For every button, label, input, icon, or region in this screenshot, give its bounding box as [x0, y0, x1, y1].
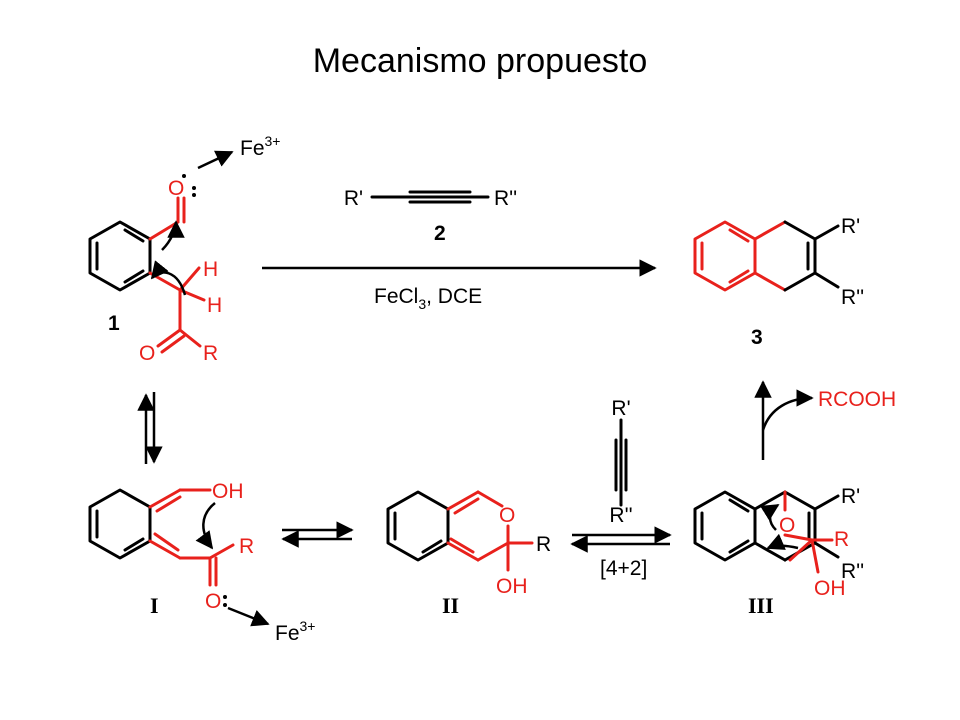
ketone-oxygen: O — [139, 342, 155, 365]
intermediate-III — [693, 490, 840, 574]
substituent-r-prime: R' — [841, 485, 860, 508]
carbonyl-oxygen: O — [168, 177, 184, 200]
compound-3 — [693, 220, 840, 292]
compound-1-label: 1 — [108, 312, 120, 335]
byproduct-label: RCOOH — [818, 388, 896, 411]
curved-arrow — [766, 533, 799, 550]
enol-hydroxyl: OH — [212, 480, 244, 503]
alkyne-r-double-prime: R'' — [609, 504, 632, 527]
substituent-r-prime: R' — [841, 215, 860, 238]
r-group-label: R — [536, 533, 551, 556]
curved-arrow — [195, 502, 216, 550]
r-group-label: R — [203, 342, 218, 365]
coordination-arrow — [227, 606, 270, 627]
ring-oxygen: O — [499, 504, 515, 527]
alkyne-r-prime: R' — [344, 187, 363, 210]
hemiacetal-hydroxyl: OH — [496, 575, 528, 598]
curved-arrow — [161, 220, 185, 251]
lone-pair-dot — [192, 186, 196, 190]
release-arrow — [761, 389, 814, 431]
hydroxyl-label: OH — [814, 577, 846, 600]
curved-arrow — [150, 260, 187, 296]
bridge-oxygen: O — [779, 514, 795, 537]
lone-pair-dot — [223, 603, 227, 607]
compound-2-label: 2 — [434, 222, 446, 245]
page-title: Mecanismo propuesto — [312, 42, 648, 80]
intermediate-I-label: I — [150, 593, 159, 618]
compound-3-label: 3 — [751, 326, 763, 349]
substituent-r-double-prime: R'' — [841, 286, 864, 309]
lone-pair-dot — [223, 595, 227, 599]
intermediate-II — [386, 490, 534, 572]
ketone-oxygen: O — [205, 590, 221, 613]
lone-pair-dot — [192, 193, 196, 197]
substituent-r-double-prime: R'' — [841, 560, 864, 583]
coordination-arrow — [197, 150, 234, 170]
lone-pair-dot — [182, 174, 186, 178]
cycloaddition-label: [4+2] — [600, 557, 647, 580]
intermediate-II-label: II — [442, 593, 459, 618]
iron-label: Fe3+ — [275, 618, 315, 645]
curved-arrow — [760, 503, 780, 531]
hydrogen-label: H — [207, 294, 222, 317]
r-group-label: R — [834, 528, 849, 551]
intermediate-I — [88, 488, 235, 587]
reagent-label: FeCl3, DCE — [374, 285, 482, 312]
r-group-label: R — [239, 535, 254, 558]
iron-label: Fe3+ — [240, 133, 280, 160]
alkyne-r-double-prime: R'' — [494, 187, 517, 210]
hydrogen-label: H — [203, 258, 218, 281]
intermediate-III-label: III — [748, 593, 774, 618]
alkyne-r-prime: R' — [611, 397, 630, 420]
